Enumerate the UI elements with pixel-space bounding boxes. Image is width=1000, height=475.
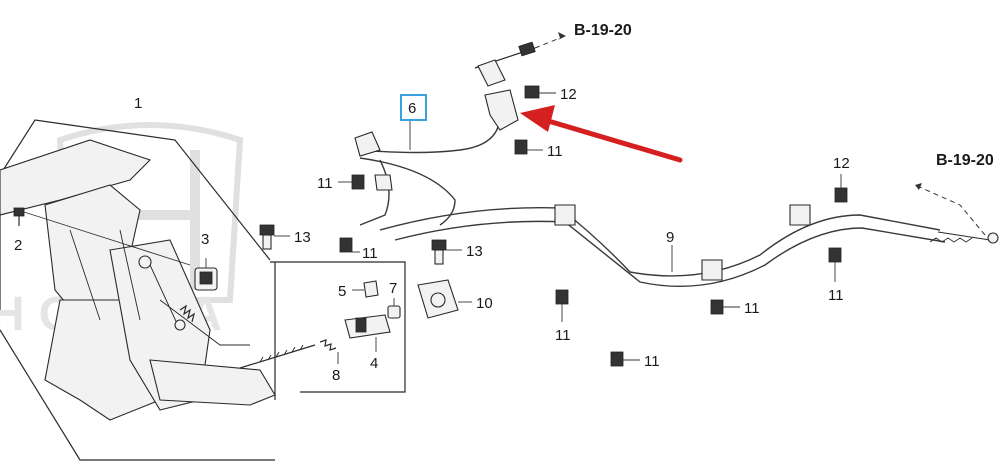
callout-6: 6 [408, 100, 416, 117]
callout-11-a: 11 [547, 143, 563, 160]
callout-13-a: 13 [294, 229, 311, 246]
callout-11-d: 11 [555, 327, 571, 344]
callout-8: 8 [332, 367, 340, 384]
ref-arrow-right [914, 183, 986, 236]
callout-5: 5 [338, 283, 346, 300]
equalizer-part-4 [344, 314, 391, 352]
bolt-part-12-top [524, 85, 556, 99]
callout-2: 2 [14, 237, 22, 254]
callout-11-c: 11 [362, 245, 378, 262]
callout-12-a: 12 [560, 86, 577, 103]
pedal-assembly-outline [0, 119, 275, 461]
callout-13-b: 13 [466, 243, 483, 260]
front-cable-part-6 [354, 89, 519, 226]
bolt-part-11-b [338, 174, 365, 190]
bracket-part-10 [417, 279, 472, 319]
bolt-part-12-right [834, 174, 848, 203]
callout-9: 9 [666, 229, 674, 246]
bolt-part-11-a [514, 139, 543, 155]
callout-7: 7 [389, 280, 397, 297]
parking-brake-pedal-bracket [0, 139, 276, 421]
bolt-part-11-g [828, 247, 842, 282]
callout-10: 10 [476, 295, 493, 312]
callout-4: 4 [370, 355, 378, 372]
rear-cable-part-9 [379, 204, 999, 288]
bracket-bolt-top [474, 41, 536, 87]
callout-3: 3 [201, 231, 209, 248]
bolt-part-11-f [710, 299, 740, 315]
threaded-rod-part-8 [239, 339, 339, 369]
bolt-part-13-left [259, 224, 290, 250]
highlight-arrow [520, 105, 683, 163]
callout-11-f: 11 [744, 300, 760, 317]
bolt-part-11-d [555, 289, 569, 322]
bolt-part-11-e [610, 351, 640, 367]
ref-arrow-top [534, 32, 566, 49]
callout-11-e: 11 [644, 353, 660, 370]
bolt-part-11-c [339, 237, 360, 253]
switch-part-3 [194, 258, 218, 291]
highlight-box-6 [400, 94, 427, 121]
callout-12-b: 12 [833, 155, 850, 172]
clip-part-5 [352, 280, 379, 298]
bolt-part-2 [13, 207, 191, 266]
callout-11-b: 11 [317, 175, 333, 192]
spring [179, 304, 195, 323]
callout-1: 1 [134, 95, 142, 112]
sub-assembly-box [270, 261, 406, 400]
pin-part-7 [387, 298, 401, 319]
callout-11-g: 11 [828, 287, 844, 304]
ref-label-top: B-19-20 [574, 22, 632, 39]
bolt-part-13-right [431, 239, 462, 265]
ref-label-right: B-19-20 [936, 152, 994, 169]
